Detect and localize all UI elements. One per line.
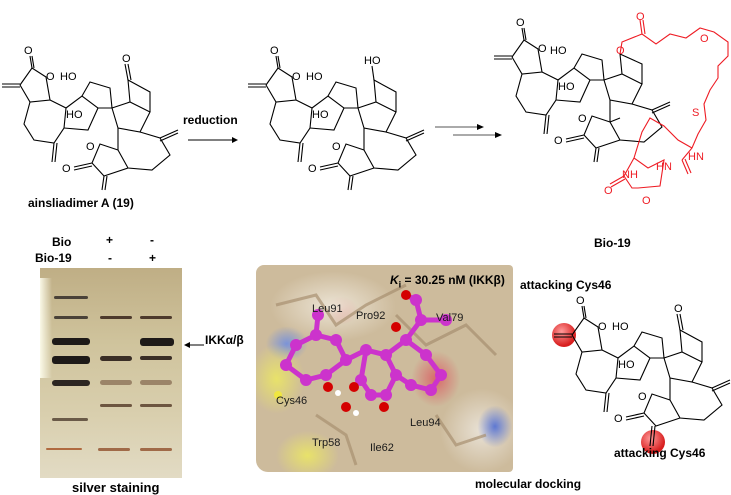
bio-19-structure: O O HO HO O O O O O HN S HN NH O O [492, 8, 731, 228]
svg-text:O: O [700, 33, 709, 45]
residue-label: Leu94 [410, 417, 441, 429]
docking-caption: molecular docking [475, 477, 582, 491]
gel-row-label-bio: Bio [52, 235, 72, 249]
reactive-site-highlight [552, 323, 576, 347]
svg-text:O: O [616, 45, 625, 57]
bio-19-name: Bio-19 [594, 236, 631, 250]
svg-text:O: O [638, 391, 647, 403]
svg-text:O: O [62, 163, 71, 175]
svg-text:O: O [308, 163, 317, 175]
svg-text:O: O [642, 195, 651, 207]
atom-label: O [24, 45, 33, 57]
silver-stained-gel [40, 268, 182, 478]
svg-text:HO: HO [66, 109, 83, 121]
svg-text:HO: HO [550, 45, 567, 57]
svg-text:HO: HO [60, 71, 77, 83]
gel-row-label-bio19: Bio-19 [35, 251, 72, 265]
gel-caption: silver staining [72, 480, 160, 495]
attacking-label-top: attacking Cys46 [520, 278, 612, 292]
svg-text:O: O [122, 53, 131, 65]
gel-row-bio19-lane2: + [149, 251, 157, 265]
reduction-label: reduction [183, 113, 238, 127]
svg-text:S: S [692, 107, 699, 119]
svg-text:O: O [674, 303, 683, 315]
svg-text:O: O [578, 113, 587, 125]
reduced-compound-structure: O O HO HO HO O O [246, 20, 426, 191]
ki-value: Ki = 30.25 nM (IKKβ) [390, 273, 505, 290]
svg-text:O: O [636, 11, 645, 23]
residue-label: Trp58 [312, 437, 341, 449]
band-arrow [184, 336, 204, 354]
ainsliadimer-a-structure: O O HO HO O O O [0, 20, 180, 191]
svg-text:O: O [516, 17, 525, 29]
svg-text:O: O [292, 71, 301, 83]
multistep-arrow [435, 124, 505, 145]
svg-text:O: O [270, 45, 279, 57]
svg-text:O: O [604, 185, 613, 197]
svg-text:HN: HN [656, 161, 672, 173]
svg-text:HO: HO [364, 55, 381, 67]
residue-label: Val79 [436, 312, 464, 324]
svg-text:O: O [614, 413, 623, 425]
svg-text:HO: HO [312, 109, 329, 121]
svg-text:HN: HN [688, 151, 704, 163]
docking-image: Ki = 30.25 nM (IKKβ) Leu91 Pro92 Val79 C… [256, 265, 513, 472]
gel-row-bio-lane2: - [150, 233, 154, 247]
svg-text:O: O [46, 71, 55, 83]
gel-row-bio19-lane1: - [108, 251, 112, 265]
residue-label: Cys46 [276, 395, 308, 407]
svg-text:HO: HO [618, 359, 635, 371]
svg-text:O: O [86, 141, 95, 153]
svg-text:HO: HO [612, 321, 629, 333]
svg-text:NH: NH [622, 169, 638, 181]
residue-label: Ile62 [370, 442, 394, 454]
compound-1-name: ainsliadimer A (19) [28, 196, 134, 210]
reaction-arrow [188, 131, 238, 149]
svg-text:O: O [576, 295, 585, 307]
svg-text:HO: HO [306, 71, 323, 83]
svg-text:HO: HO [558, 81, 575, 93]
gel-row-bio-lane1: + [106, 233, 114, 247]
ainsliadimer-mechanism-structure: O O HO HO O O O [552, 290, 731, 454]
svg-text:O: O [332, 141, 341, 153]
attacking-label-bottom: attacking Cys46 [614, 446, 706, 460]
svg-text:O: O [598, 321, 607, 333]
svg-text:O: O [538, 43, 547, 55]
ikk-band-label: IKKα/β [205, 333, 244, 347]
residue-label: Pro92 [356, 310, 386, 322]
residue-label: Leu91 [312, 303, 343, 315]
svg-text:O: O [554, 135, 563, 147]
